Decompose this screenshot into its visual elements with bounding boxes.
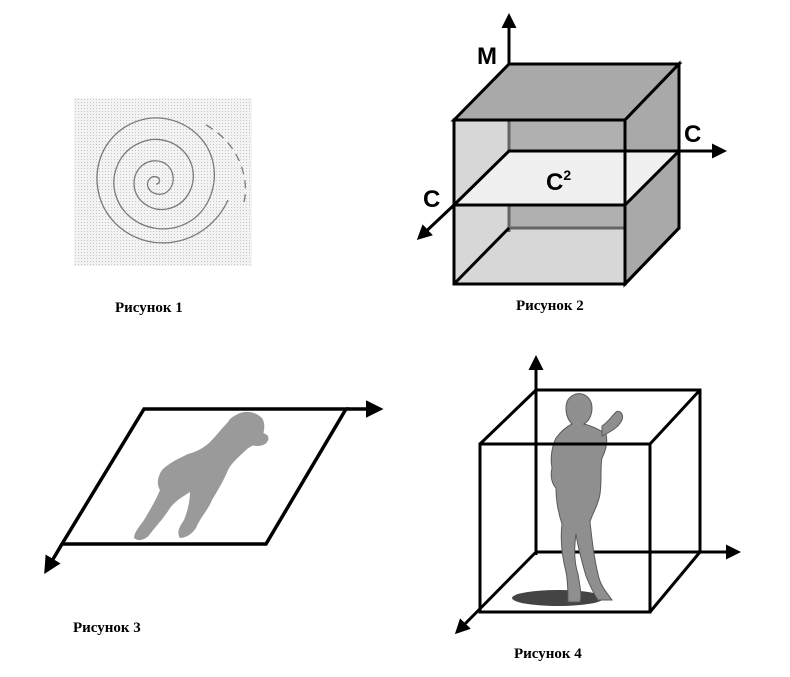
statue-floor-shadow	[512, 590, 604, 606]
cube-bottom-right-edge	[623, 226, 681, 286]
spiral-curve	[96, 117, 229, 244]
axis-m-label: M	[477, 43, 497, 70]
cube4-front-square	[478, 442, 652, 614]
axis-c-depth-arrow	[416, 203, 456, 241]
figure-1-caption-text: Рисунок 1	[115, 300, 183, 316]
axis-c-depth-label: C	[423, 186, 440, 213]
figure-3-caption-text: Рисунок 3	[73, 620, 141, 636]
cube4-edge-top-right	[648, 388, 702, 446]
cube4-edge-bottom-right	[648, 551, 702, 613]
cube-bottom-left-edge	[452, 226, 511, 286]
statue-shadow-arm	[244, 432, 269, 446]
plane-label-base: C	[546, 169, 563, 196]
plane-axis-y-arrow	[44, 543, 64, 575]
figure-2-caption-text: Рисунок 2	[516, 298, 584, 314]
statue-raised-arm	[601, 411, 623, 437]
figure-4-caption-text: Рисунок 4	[514, 646, 582, 662]
plane-label: C2	[546, 167, 571, 196]
statue-body	[550, 393, 613, 603]
cube4-axis-depth-arrow	[454, 550, 538, 635]
statue-figure	[512, 393, 623, 606]
figure-2-cube: M C C C2	[416, 13, 727, 288]
axis-c-horizontal-label: C	[684, 121, 701, 148]
spiral-background	[74, 98, 252, 266]
figure-1-spiral	[74, 98, 252, 266]
figure-4-cube	[454, 355, 741, 635]
spiral-dashed-continuation	[205, 124, 247, 203]
figure-3-plane	[44, 400, 384, 575]
statue-shadow-silhouette	[134, 411, 265, 541]
cube4-edge-top-left	[478, 388, 538, 446]
plane-label-exponent: 2	[563, 167, 571, 183]
